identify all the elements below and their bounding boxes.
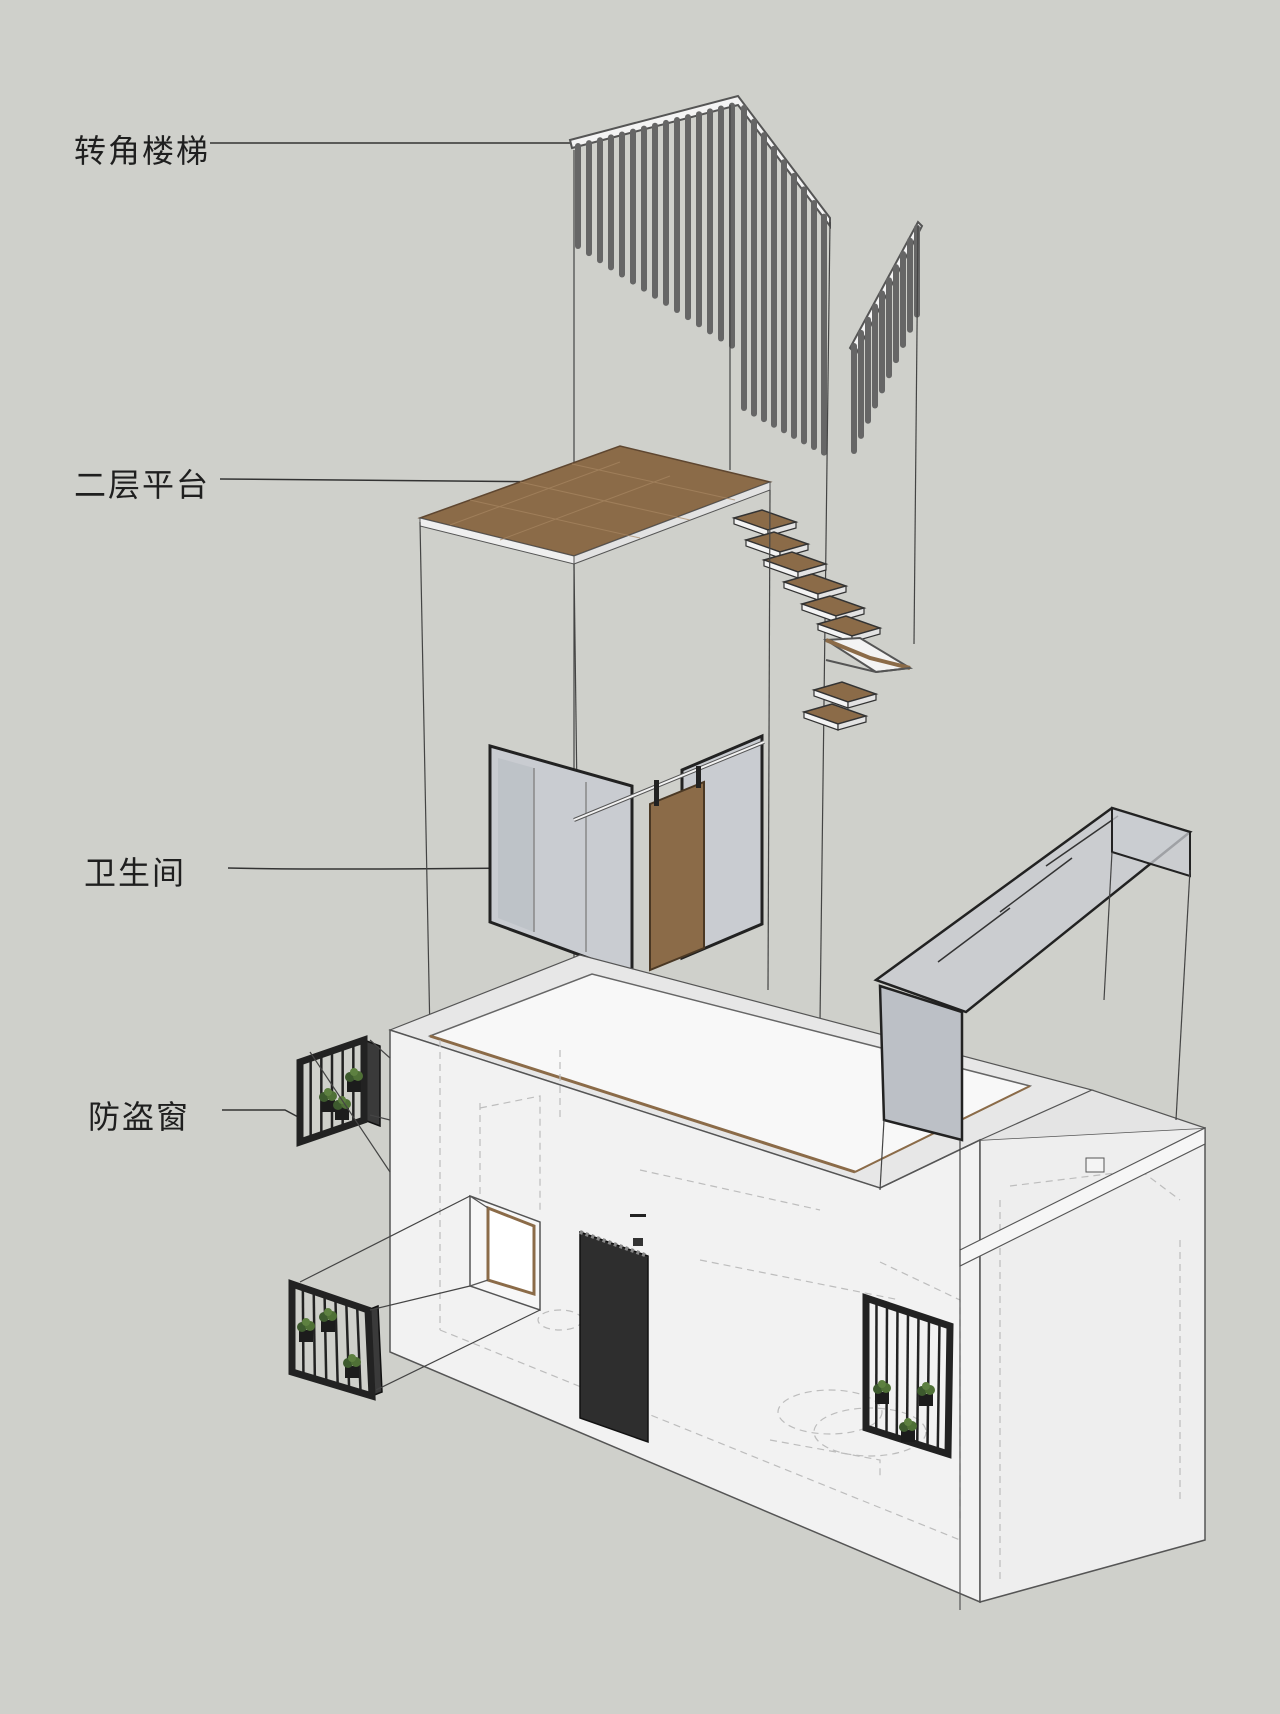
- plant-icon: [319, 1088, 337, 1112]
- label-corner-stair: 转角楼梯: [74, 132, 211, 170]
- glass-canopy: [873, 806, 1193, 1250]
- grille-projection-lines: [299, 1039, 541, 1391]
- second-floor-platform: [417, 445, 773, 1037]
- stair-landing: [822, 636, 914, 674]
- front-door: [579, 1214, 649, 1444]
- canopy-glass-side: [878, 984, 964, 1142]
- corner-stair-railing-lower: [848, 220, 924, 645]
- stair-tread-side: [837, 715, 867, 731]
- leader-line-second-floor-platform: [219, 478, 561, 483]
- plant-icon: [345, 1068, 363, 1092]
- security-window-grille-front: [862, 1293, 954, 1459]
- bathroom: [488, 733, 765, 977]
- bathroom-sliding-door: [649, 780, 705, 972]
- stair-tread-side: [797, 563, 827, 579]
- plant-icon: [917, 1382, 935, 1406]
- security-window-grille-lower: [288, 1279, 383, 1401]
- plant-icon: [319, 1308, 337, 1332]
- security-window-grille-upper: [296, 1035, 381, 1147]
- plant-icon: [873, 1380, 891, 1404]
- stair-tread-side: [847, 693, 877, 709]
- stair-tread-side: [817, 585, 847, 601]
- corner-stair-railing-top: [568, 94, 831, 1183]
- leader-line-security-window: [222, 1109, 301, 1119]
- plant-icon: [899, 1418, 917, 1442]
- leader-lines: [210, 142, 590, 1119]
- leader-line-bathroom: [227, 867, 526, 870]
- label-second-floor-platform: 二层平台: [74, 466, 211, 504]
- security-window-grilles: [288, 1035, 954, 1459]
- label-bathroom: 卫生间: [84, 854, 187, 892]
- label-security-window: 防盗窗: [88, 1098, 191, 1136]
- plant-icon: [343, 1354, 361, 1378]
- plant-icon: [297, 1318, 315, 1342]
- stair-treads: [731, 509, 883, 731]
